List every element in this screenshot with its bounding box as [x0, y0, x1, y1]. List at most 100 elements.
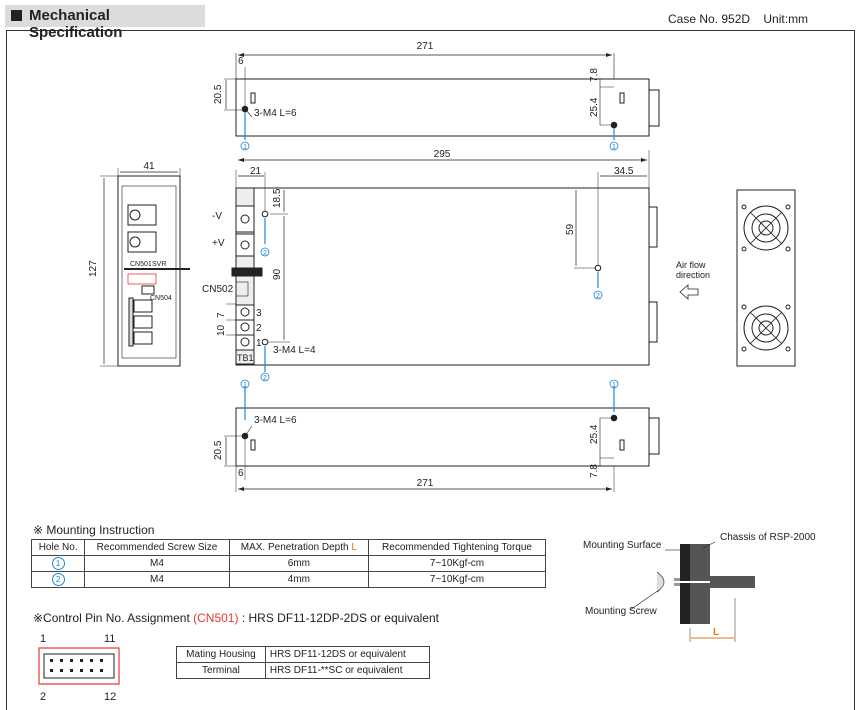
front-view-lip-top — [648, 206, 658, 248]
top-view-fan-lip — [648, 89, 660, 127]
dim-20-5-bottom: 20.5 — [213, 440, 224, 460]
mating-housing-value: HRS DF11-12DS or equivalent — [264, 646, 431, 663]
cn502-label: CN502 — [202, 284, 234, 295]
dim-20-5-top: 20.5 — [213, 84, 224, 104]
hole-marker-bottom-right: 1 — [609, 379, 619, 389]
section-header: Mechanical Specification — [5, 5, 205, 41]
dim-127: 127 — [88, 260, 99, 277]
dim-21: 21 — [250, 166, 262, 177]
case-number: Case No. 952D — [668, 12, 751, 26]
mounting-diagram: Mounting Surface Chassis of RSP-2000 Mou… — [583, 532, 816, 642]
terminal-1-label: 1 — [256, 338, 262, 349]
screw-label-top: 3-M4 L=6 — [254, 108, 297, 119]
mounting-table: Hole No. Recommended Screw Size MAX. Pen… — [30, 539, 546, 588]
dim-41: 41 — [143, 161, 155, 172]
mechanical-drawing: 271 6 20.5 7.8 25.4 3-M4 L=6 1 1 41 127 … — [88, 41, 796, 492]
top-view-body — [235, 78, 650, 137]
dim-271-bottom: 271 — [417, 478, 434, 489]
svg-text:1: 1 — [243, 382, 247, 389]
mounting-screw-label: Mounting Screw — [585, 606, 657, 617]
dim-7-8-bottom: 7.8 — [589, 464, 600, 478]
airflow-label-2: direction — [676, 270, 710, 280]
tb1-label: TB1 — [237, 353, 254, 363]
dim-34-5: 34.5 — [614, 166, 634, 177]
dim-7: 7 — [216, 312, 227, 318]
case-info: Case No. 952D Unit:mm — [668, 12, 808, 26]
table-row: Terminal HRS DF11-**SC or equivalent — [176, 662, 431, 679]
control-pin-title: ※Control Pin No. Assignment (CN501) : HR… — [33, 611, 440, 625]
airflow-label-1: Air flow — [676, 260, 706, 270]
fan-view — [736, 189, 796, 367]
pin-12-label: 12 — [104, 691, 116, 703]
hole-marker-front-a: 2 — [260, 247, 270, 257]
side-view — [100, 168, 190, 367]
screw-label-bottom: 3-M4 L=6 — [254, 415, 297, 426]
hole-1-icon: 1 — [51, 557, 65, 570]
pin-11-label: 11 — [104, 633, 115, 645]
table-row: 2 M4 4mm 7~10Kgf-cm — [30, 571, 546, 588]
control-pin-table: Mating Housing HRS DF11-12DS or equivale… — [176, 646, 431, 679]
dim-25-4-top: 25.4 — [589, 97, 600, 117]
hole-marker-front-c: 2 — [260, 372, 270, 382]
mating-housing-key: Mating Housing — [176, 646, 266, 663]
screw-head-icon — [656, 571, 665, 593]
hole-marker-top-right: 1 — [609, 141, 619, 151]
terminal-key: Terminal — [176, 662, 266, 679]
pin-2-label: 2 — [40, 691, 46, 703]
dim-295: 295 — [434, 149, 451, 160]
dim-7-8-top: 7.8 — [589, 68, 600, 82]
plus-v-label: +V — [212, 238, 225, 249]
square-bullet-icon — [11, 10, 22, 21]
header-torque: Recommended Tightening Torque — [368, 539, 546, 556]
cn504-label: CN504 — [150, 295, 172, 302]
screw-label-front: 3-M4 L=4 — [273, 345, 316, 356]
section-title: Mechanical Specification — [29, 7, 123, 41]
dim-25-4-bottom: 25.4 — [589, 424, 600, 444]
drawing-frame — [6, 30, 855, 710]
pin-1-label: 1 — [40, 633, 46, 645]
dim-18-5: 18.5 — [272, 188, 283, 208]
front-view-body — [235, 187, 650, 366]
header-screw-size: Recommended Screw Size — [84, 539, 230, 556]
side-view-outline — [117, 175, 181, 367]
svg-text:1: 1 — [243, 144, 247, 151]
svg-text:2: 2 — [263, 375, 267, 382]
svr-label: SVR — [152, 261, 166, 268]
dim-271-top: 271 — [417, 41, 434, 52]
header-hole-no: Hole No. — [30, 539, 86, 556]
svg-text:1: 1 — [612, 144, 616, 151]
hole-2-icon: 2 — [51, 573, 65, 586]
dim-6-top: 6 — [238, 56, 244, 67]
chassis-section — [690, 544, 755, 624]
svg-text:2: 2 — [596, 293, 600, 300]
front-view — [226, 150, 658, 372]
cn501-connector-diagram: 1 11 2 12 — [38, 633, 120, 703]
table-header-row: Hole No. Recommended Screw Size MAX. Pen… — [30, 539, 546, 556]
dim-90: 90 — [272, 268, 283, 280]
hole-marker-front-b: 2 — [593, 290, 603, 300]
bottom-view-body — [235, 407, 650, 467]
terminal-value: HRS DF11-**SC or equivalent — [264, 662, 431, 679]
terminal-3-label: 3 — [256, 308, 262, 319]
svg-text:2: 2 — [263, 250, 267, 257]
top-view — [224, 53, 660, 140]
table-row: 1 M4 6mm 7~10Kgf-cm — [30, 555, 546, 572]
length-L-label: L — [713, 627, 719, 638]
dim-59: 59 — [565, 223, 576, 235]
front-view-lip-bottom — [648, 301, 658, 343]
dim-6-bottom: 6 — [238, 468, 244, 479]
dim-10: 10 — [216, 324, 227, 336]
cn501-label: CN501 — [130, 261, 152, 268]
hole-marker-bottom-left: 1 — [240, 379, 250, 389]
mounting-instruction-title: ※ Mounting Instruction — [33, 523, 155, 537]
svg-text:1: 1 — [612, 382, 616, 389]
mounting-surface-label: Mounting Surface — [583, 540, 662, 551]
chassis-label: Chassis of RSP-2000 — [720, 532, 816, 543]
header-depth: MAX. Penetration Depth L — [228, 539, 370, 556]
hole-marker-top-left: 1 — [240, 141, 250, 151]
minus-v-label: -V — [212, 211, 222, 222]
bottom-view — [224, 386, 660, 492]
unit-label: Unit:mm — [763, 12, 809, 26]
table-row: Mating Housing HRS DF11-12DS or equivale… — [176, 646, 431, 663]
terminal-2-label: 2 — [256, 323, 262, 334]
